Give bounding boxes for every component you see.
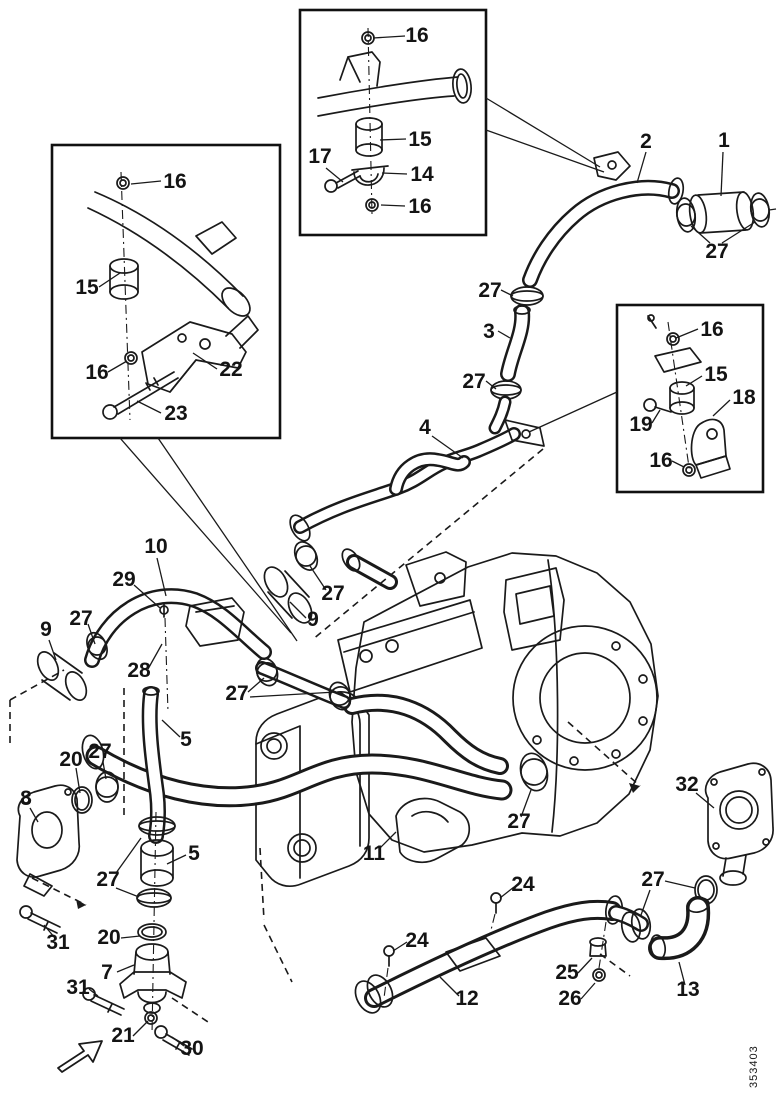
part-number-label: 24 xyxy=(405,929,429,952)
part-number-label: 27 xyxy=(225,682,248,705)
part-number-label: 27 xyxy=(321,582,344,605)
part-number-label: 5 xyxy=(180,728,192,751)
part-9-sleeve-right xyxy=(263,541,319,624)
part-number-label: 27 xyxy=(478,279,501,302)
part-24-bolt-a xyxy=(489,892,502,935)
part-number-label: 31 xyxy=(46,931,70,954)
assembly-axis-lines xyxy=(9,448,641,1023)
part-11-bracket xyxy=(395,797,471,864)
inset-top-pipe-mount xyxy=(317,27,472,215)
part-number-label: 27 xyxy=(705,240,728,263)
part-25-valve xyxy=(589,921,607,969)
part-number-label: 15 xyxy=(704,363,728,386)
part-number-label: 27 xyxy=(462,370,485,393)
part-5-sleeve-stack xyxy=(136,811,176,1035)
part-29-bracket xyxy=(159,597,245,713)
part-26-nut xyxy=(592,968,606,982)
part-5-hose xyxy=(141,686,167,844)
inset-box-top xyxy=(298,8,488,237)
part-number-label: 16 xyxy=(700,318,723,341)
part-31-bolt-upper xyxy=(19,905,61,934)
part-number-label: 15 xyxy=(75,276,99,299)
part-number-label: 12 xyxy=(455,987,478,1010)
clamped-connector-hose xyxy=(255,657,352,711)
part-number-label: 16 xyxy=(163,170,186,193)
oil-cooler xyxy=(255,691,370,887)
part-number-label: 8 xyxy=(20,787,32,810)
main-hoses xyxy=(81,693,549,808)
part-number-label: 20 xyxy=(97,926,120,949)
part-number-label: 27 xyxy=(96,868,119,891)
part-number-label: 31 xyxy=(66,976,90,999)
part-21-nut xyxy=(144,1011,158,1025)
part-number-label: 3 xyxy=(483,320,495,343)
part-number-label: 26 xyxy=(558,987,581,1010)
part-number-label: 17 xyxy=(308,145,331,168)
part-8-housing xyxy=(16,771,119,897)
part-number-label: 16 xyxy=(408,195,431,218)
part-1-hose-sleeve xyxy=(675,191,777,234)
direction-arrow-icon xyxy=(57,1040,103,1073)
part-number-label: 20 xyxy=(59,748,82,771)
part-number-label: 21 xyxy=(111,1024,135,1047)
part-number-label: 9 xyxy=(307,608,319,631)
part-number-label: 19 xyxy=(629,413,652,436)
part-2-hose xyxy=(522,151,685,288)
inset-right-bracket-kit xyxy=(643,314,731,479)
part-number-label: 28 xyxy=(127,659,151,682)
part-number-label: 25 xyxy=(555,961,579,984)
part-number-label: 1 xyxy=(718,129,730,152)
inset-left-bracket-kit xyxy=(87,171,259,421)
drawing-number: 353403 xyxy=(748,1045,760,1088)
inset-box-left xyxy=(50,143,282,440)
part-number-label: 24 xyxy=(511,873,535,896)
inset-box-right xyxy=(615,303,765,494)
part-number-label: 32 xyxy=(675,773,698,796)
part-number-label: 27 xyxy=(69,607,92,630)
part-13-elbow xyxy=(608,896,711,961)
part-number-label: 16 xyxy=(649,449,672,472)
part-number-label: 23 xyxy=(164,402,187,425)
part-number-label: 27 xyxy=(507,810,530,833)
part-number-label: 5 xyxy=(188,842,200,865)
part-number-label: 16 xyxy=(85,361,108,384)
part-number-label: 13 xyxy=(676,978,699,1001)
leader-lines xyxy=(29,35,756,1047)
part-number-label: 15 xyxy=(408,128,432,151)
part-number-label: 11 xyxy=(363,842,386,865)
part-number-label: 29 xyxy=(112,568,135,591)
part-7-housing xyxy=(119,943,187,1014)
part-number-label: 30 xyxy=(180,1037,203,1060)
part-number-label: 9 xyxy=(40,618,52,641)
part-number-label: 16 xyxy=(405,24,428,47)
part-32-cover xyxy=(704,762,774,886)
part-number-label: 7 xyxy=(101,961,113,984)
callout-connector-lines xyxy=(119,97,618,642)
part-number-label: 14 xyxy=(410,163,434,186)
part-number-label: 27 xyxy=(88,740,111,763)
part-number-label: 22 xyxy=(219,358,242,381)
part-number-label: 2 xyxy=(640,130,652,153)
part-number-label: 18 xyxy=(732,386,756,409)
part-number-label: 27 xyxy=(641,868,664,891)
part-12-pipe xyxy=(354,895,624,1014)
part-number-label: 10 xyxy=(144,535,167,558)
part-number-label: 4 xyxy=(419,416,431,439)
part-4-pipe xyxy=(289,419,545,542)
part-3-hose xyxy=(488,286,544,435)
